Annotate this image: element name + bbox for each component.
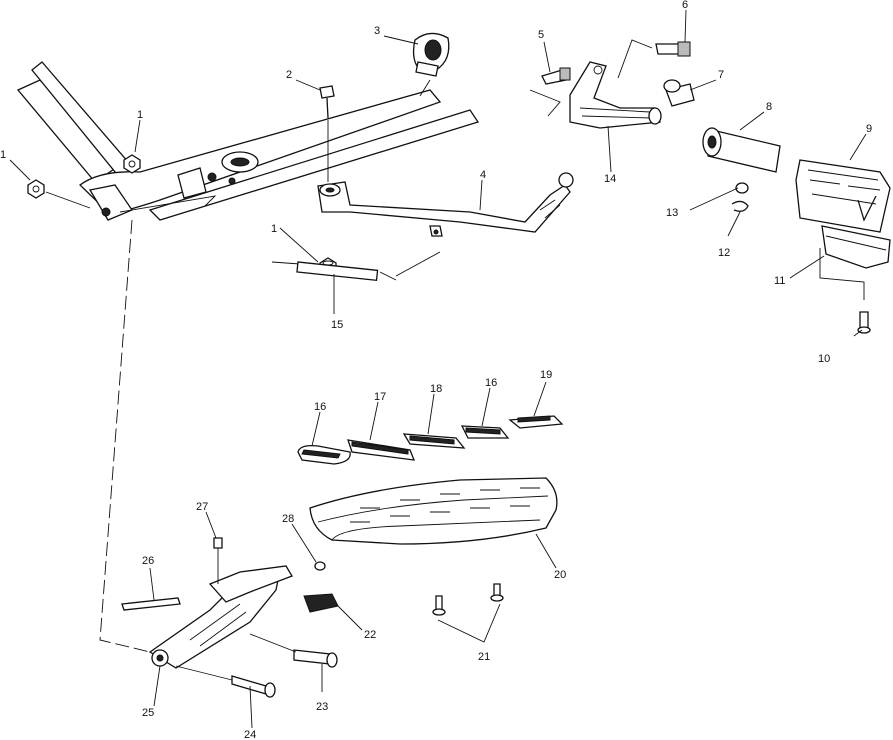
callout-11: 11 [774,275,785,287]
callout-14: 14 [604,173,616,185]
clamp-part-3 [412,32,450,97]
washer-part-28 [314,561,326,571]
nut-part-1-a [27,179,91,209]
washer-part-13 [735,182,749,194]
callout-23: 23 [316,701,328,713]
callout-labels: 1 1 1 2 3 4 5 6 7 8 9 10 11 12 13 14 15 … [0,0,872,740]
callout-17: 17 [374,391,386,403]
callout-9: 9 [866,123,872,135]
callout-3: 3 [374,25,380,37]
footpeg-part-14 [529,61,662,129]
kickstand-part-4 [317,172,574,237]
callout-1-frame: 1 [137,109,143,121]
callout-10: 10 [818,353,830,365]
callout-8: 8 [766,101,772,113]
callout-21: 21 [478,651,490,663]
spring-part-15 [271,251,441,282]
rubber-peg-part-8 [702,127,781,173]
callout-18: 18 [430,383,442,395]
nut-part-1-b [123,154,141,174]
callout-26: 26 [142,555,154,567]
bolt-part-6 [617,39,691,79]
callout-28: 28 [282,513,294,525]
callout-16-right: 16 [485,377,497,389]
leader-lines [9,9,867,729]
callout-25: 25 [142,707,154,719]
pad-part-18 [402,433,466,449]
pad-part-16-b [460,425,510,439]
frame-tubes [16,61,480,221]
callout-19: 19 [540,369,552,381]
bolt-part-5 [541,67,571,85]
pad-part-16-a [297,444,351,465]
callout-1-left: 1 [0,149,6,161]
pad-part-9 [795,159,891,233]
guard-part-11 [819,225,891,300]
callout-27: 27 [196,501,208,513]
callout-7: 7 [718,69,724,81]
bolt-part-2 [319,85,335,182]
callout-15: 15 [331,319,343,331]
rod-part-26 [121,597,181,611]
callout-4: 4 [480,169,486,181]
callout-2: 2 [286,69,292,81]
callout-24: 24 [244,729,256,740]
callout-22: 22 [364,629,376,641]
screw-part-27 [213,537,223,584]
bolt-part-23 [293,649,338,668]
callout-20: 20 [554,569,566,581]
lever-part-22 [208,565,339,613]
clip-part-12 [731,200,749,212]
screw-part-21-a [432,595,446,616]
pin-part-7 [663,79,695,107]
screw-part-21-b [490,583,504,602]
callout-13: 13 [666,207,678,219]
callout-6: 6 [682,0,688,11]
screw-part-10 [857,311,871,334]
callout-16-left: 16 [314,401,326,413]
callout-1-kickstand: 1 [271,223,277,235]
callout-5: 5 [538,29,544,41]
callout-12: 12 [718,247,730,259]
floorboard-part-20 [309,477,558,545]
pad-part-17 [347,439,416,461]
bolt-part-24 [231,675,276,698]
pad-part-19 [508,415,564,429]
